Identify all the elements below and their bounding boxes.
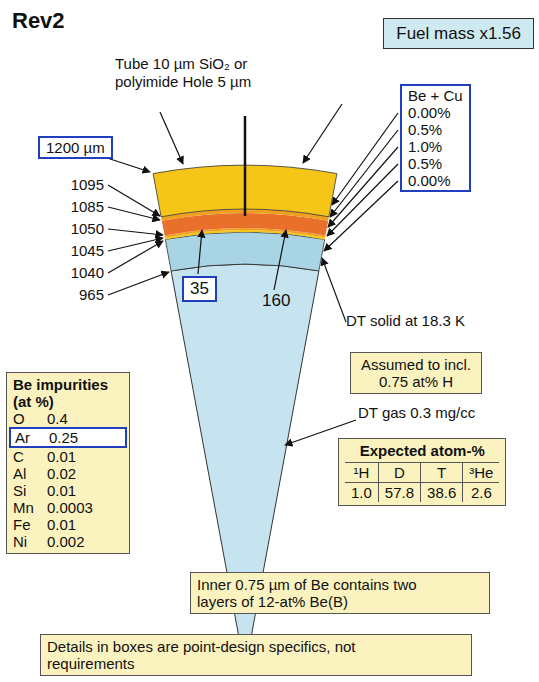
layer-label: DT solid at 18.3 K bbox=[346, 312, 476, 330]
element-cell: C bbox=[13, 448, 47, 465]
box-text: Be + Cu bbox=[408, 87, 463, 104]
element-cell: Ni bbox=[13, 533, 47, 550]
box-text: 35 bbox=[190, 279, 209, 299]
leader-line bbox=[108, 207, 160, 220]
table-heading: Be impurities (at %) bbox=[13, 376, 123, 410]
column-head: D bbox=[379, 463, 421, 483]
atom-table: Expected atom-% ¹HDT³He 1.057.838.62.6 bbox=[338, 438, 506, 506]
leader-line bbox=[108, 238, 163, 251]
box-text: Fuel mass x1.56 bbox=[396, 25, 521, 42]
box-text: Details in boxes are point-design specif… bbox=[47, 638, 377, 672]
leader-line bbox=[303, 104, 342, 163]
value-cell: 0.01 bbox=[47, 516, 76, 533]
box-text: Inner 0.75 µm of Be contains two layers … bbox=[197, 576, 437, 610]
diagram-title: Rev2 bbox=[12, 8, 65, 34]
value-cell: 0.0003 bbox=[47, 499, 93, 516]
table-row: Si0.01 bbox=[13, 482, 123, 499]
leader-line bbox=[104, 157, 150, 172]
box-text: Assumed to incl. 0.75 at% H bbox=[357, 356, 475, 390]
element-cell: Fe bbox=[13, 516, 47, 533]
tube-label: Tube 10 µm SiO₂ or polyimide Hole 5 µm bbox=[115, 55, 255, 91]
column-head: T bbox=[421, 463, 463, 483]
note-box: Assumed to incl. 0.75 at% H bbox=[350, 352, 482, 394]
value-cell: 0.02 bbox=[47, 465, 76, 482]
table-row: C0.01 bbox=[13, 448, 123, 465]
value-cell: 0.01 bbox=[47, 482, 76, 499]
table-row: Fe0.01 bbox=[13, 516, 123, 533]
leader-line bbox=[322, 258, 346, 322]
impurity-table: Be impurities (at %)O0.4Ar0.25C0.01Al0.0… bbox=[6, 372, 130, 554]
element-cell: Al bbox=[13, 465, 47, 482]
leader-line bbox=[198, 230, 202, 274]
note-box: Inner 0.75 µm of Be contains two layers … bbox=[190, 572, 490, 614]
leader-line bbox=[274, 230, 286, 290]
leader-line bbox=[108, 185, 160, 216]
value-text: 0.5% bbox=[408, 155, 463, 172]
dimension-box: 1200 µm bbox=[38, 136, 113, 159]
leader-line bbox=[108, 272, 169, 295]
leader-line bbox=[328, 147, 398, 227]
table-heading: Expected atom-% bbox=[345, 442, 499, 459]
radius-label: 1095 bbox=[54, 176, 104, 194]
value-text: 0.5% bbox=[408, 121, 463, 138]
leader-line bbox=[324, 181, 398, 251]
column-head: ¹H bbox=[345, 463, 379, 483]
column-head: ³He bbox=[463, 463, 499, 483]
leader-line bbox=[108, 229, 163, 235]
thickness-label: 160 bbox=[262, 292, 302, 310]
radius-label: 1045 bbox=[54, 242, 104, 260]
table-row: O0.4 bbox=[13, 410, 123, 427]
leader-line bbox=[108, 241, 163, 273]
box-text: 1200 µm bbox=[46, 139, 105, 156]
radius-label: 1050 bbox=[54, 220, 104, 238]
element-cell: O bbox=[13, 410, 47, 427]
table-cell: 57.8 bbox=[379, 483, 421, 502]
table-grid: ¹HDT³He 1.057.838.62.6 bbox=[345, 462, 499, 502]
table-row: Ar0.25 bbox=[15, 429, 121, 446]
table-row: Mn0.0003 bbox=[13, 499, 123, 516]
element-cell: Mn bbox=[13, 499, 47, 516]
value-cell: 0.01 bbox=[47, 448, 76, 465]
fill-tube bbox=[244, 116, 247, 216]
dimension-box: 35 bbox=[182, 276, 217, 302]
dt-ice-layer bbox=[165, 232, 324, 271]
table-row: Al0.02 bbox=[13, 465, 123, 482]
leader-line bbox=[160, 112, 183, 164]
value-text: 0.00% bbox=[408, 104, 463, 121]
table-row: Ni0.002 bbox=[13, 533, 123, 550]
leader-line bbox=[327, 164, 398, 236]
composition-box: Be + Cu0.00%0.5%1.0%0.5%0.00% bbox=[400, 84, 471, 192]
gas-label: DT gas 0.3 mg/cc bbox=[358, 404, 528, 422]
value-cell: 0.25 bbox=[49, 429, 78, 446]
note-box: Details in boxes are point-design specif… bbox=[40, 634, 472, 676]
value-cell: 0.002 bbox=[47, 533, 85, 550]
value-cell: 0.4 bbox=[47, 410, 68, 427]
highlight-row: Ar0.25 bbox=[9, 427, 127, 448]
info-box: Fuel mass x1.56 bbox=[383, 18, 534, 49]
radius-label: 965 bbox=[54, 286, 104, 304]
element-cell: Ar bbox=[15, 429, 49, 446]
radius-label: 1085 bbox=[54, 198, 104, 216]
radius-label: 1040 bbox=[54, 264, 104, 282]
table-cell: 1.0 bbox=[345, 483, 379, 502]
value-text: 0.00% bbox=[408, 172, 463, 189]
value-text: 1.0% bbox=[408, 138, 463, 155]
table-cell: 38.6 bbox=[421, 483, 463, 502]
element-cell: Si bbox=[13, 482, 47, 499]
table-cell: 2.6 bbox=[463, 483, 499, 502]
